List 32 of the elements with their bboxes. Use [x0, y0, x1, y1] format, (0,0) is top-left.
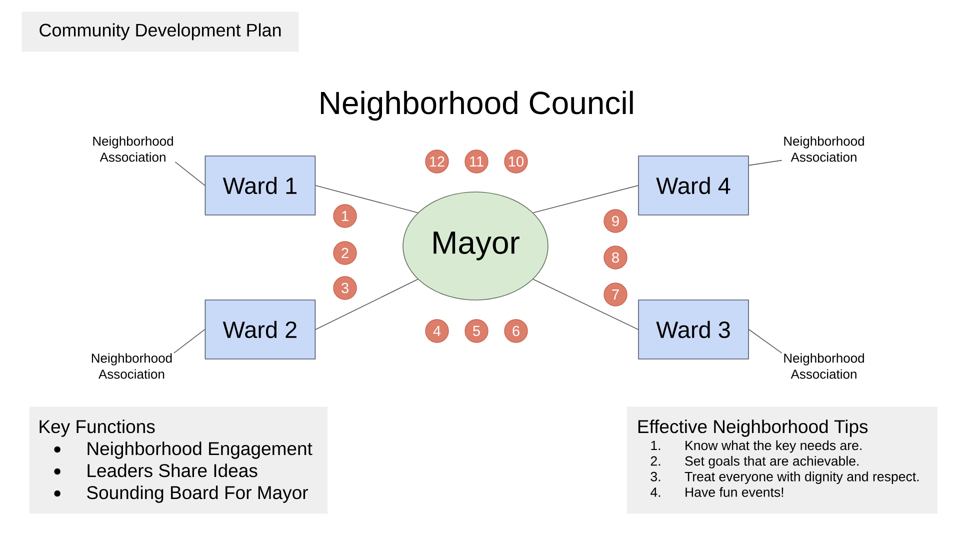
connector-line: [532, 185, 638, 214]
list-item: Sounding Board For Mayor: [87, 486, 308, 503]
list-item: Leaders Share Ideas: [88, 464, 258, 478]
panel-heading: Effective Neighborhood Tips: [638, 420, 868, 437]
list-item: Neighborhood Engagement: [88, 442, 312, 459]
annotation-text: Neighborhood Association: [784, 353, 864, 379]
panel-heading: Key Functions: [40, 420, 155, 437]
list-number: 2.: [650, 456, 660, 466]
list-item: Set goals that are achievable.: [685, 456, 858, 468]
list-item: Know what the key needs are.: [686, 440, 862, 453]
header-box: Community Development Plan: [22, 12, 299, 52]
annotation-text: Neighborhood Association: [92, 353, 172, 379]
title: Neighborhood Council: [321, 90, 633, 121]
ward-box: Ward 1: [204, 156, 316, 216]
oval: Mayor: [402, 192, 548, 300]
ward-box: Ward 3: [638, 300, 749, 360]
list-number: 4.: [650, 488, 660, 497]
connector-line: [315, 185, 418, 214]
list-item: Have fun events!: [686, 487, 784, 497]
annotation-text: Neighborhood Association: [784, 136, 864, 162]
annotation-text: Neighborhood Association: [93, 136, 173, 162]
leader-line: [174, 329, 206, 354]
connector-line: [315, 278, 418, 330]
leader-line: [174, 162, 206, 186]
list-item: Treat everyone with dignity and respect.: [684, 472, 919, 484]
ward-box: Ward 4: [638, 156, 749, 216]
leader-line: [748, 160, 782, 166]
list-number: 3.: [650, 472, 660, 482]
leader-line: [748, 329, 782, 354]
connector-line: [532, 278, 638, 330]
ward-box: Ward 2: [204, 300, 316, 360]
list-number: 1.: [651, 440, 660, 450]
